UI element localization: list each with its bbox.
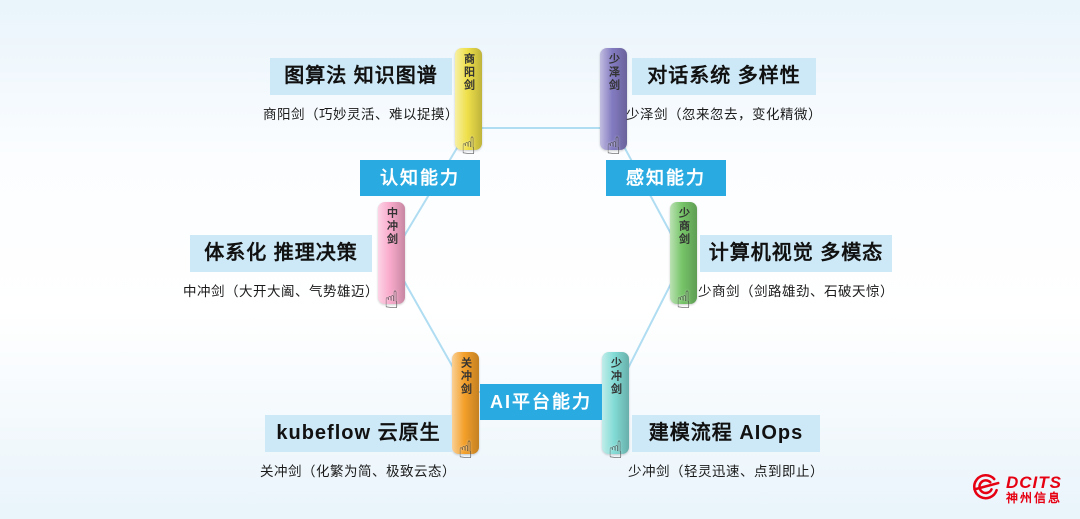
capability-perception: 感知能力 (606, 160, 726, 196)
subtitle-kubeflow-cloud-native: 关冲剑（化繁为简、极致云态） (260, 464, 456, 479)
box-dialog-system: 对话系统 多样性 (632, 58, 816, 95)
sword-shaoze-label: 少泽剑 (607, 53, 620, 92)
hand-icon: ☝ (458, 437, 473, 464)
dcits-logo-swirl (972, 474, 1000, 500)
sword-shaoshang: 少商剑 ☝ (670, 202, 697, 313)
sword-zhongchong: 中冲剑 ☝ (378, 202, 405, 313)
subtitle-modeling-aiops: 少冲剑（轻灵迅速、点到即止） (628, 464, 824, 479)
sword-shaoshang-label: 少商剑 (677, 207, 690, 246)
subtitle-computer-vision: 少商剑（剑路雄劲、石破天惊） (698, 284, 894, 299)
dcits-logo: DCITS 神州信息 (968, 472, 1062, 507)
subtitle-graph-algorithms: 商阳剑（巧妙灵活、难以捉摸） (263, 107, 459, 122)
sword-guanchong-label: 关冲剑 (459, 357, 472, 396)
capability-cognitive: 认知能力 (360, 160, 480, 196)
hand-icon: ☝ (461, 133, 476, 160)
sword-shaochong: 少冲剑 ☝ (602, 352, 629, 463)
hand-icon: ☝ (608, 437, 623, 464)
dcits-logo-brand: DCITS (1005, 473, 1062, 493)
box-computer-vision: 计算机视觉 多模态 (700, 235, 892, 272)
box-modeling-aiops: 建模流程 AIOps (632, 415, 820, 452)
hand-icon: ☝ (606, 133, 621, 160)
subtitle-dialog-system: 少泽剑（忽来忽去，变化精微） (626, 107, 822, 122)
hand-icon: ☝ (384, 287, 399, 314)
sword-shaoze: 少泽剑 ☝ (600, 48, 627, 159)
dcits-logo-company: 神州信息 (1005, 491, 1062, 506)
subtitle-reasoning-decision: 中冲剑（大开大阖、气势雄迈） (183, 284, 379, 299)
box-graph-algorithms: 图算法 知识图谱 (270, 58, 452, 95)
sword-shaochong-label: 少冲剑 (609, 357, 622, 396)
sword-shangyang-label: 商阳剑 (462, 53, 475, 92)
capability-ai-platform: AI平台能力 (480, 384, 602, 420)
sword-guanchong: 关冲剑 ☝ (452, 352, 479, 463)
hand-icon: ☝ (676, 287, 691, 314)
sword-zhongchong-label: 中冲剑 (385, 207, 398, 246)
box-kubeflow-cloud-native: kubeflow 云原生 (265, 415, 452, 452)
dcits-logo-icon (968, 472, 1000, 507)
sword-shangyang: 商阳剑 ☝ (455, 48, 482, 159)
box-reasoning-decision: 体系化 推理决策 (190, 235, 372, 272)
